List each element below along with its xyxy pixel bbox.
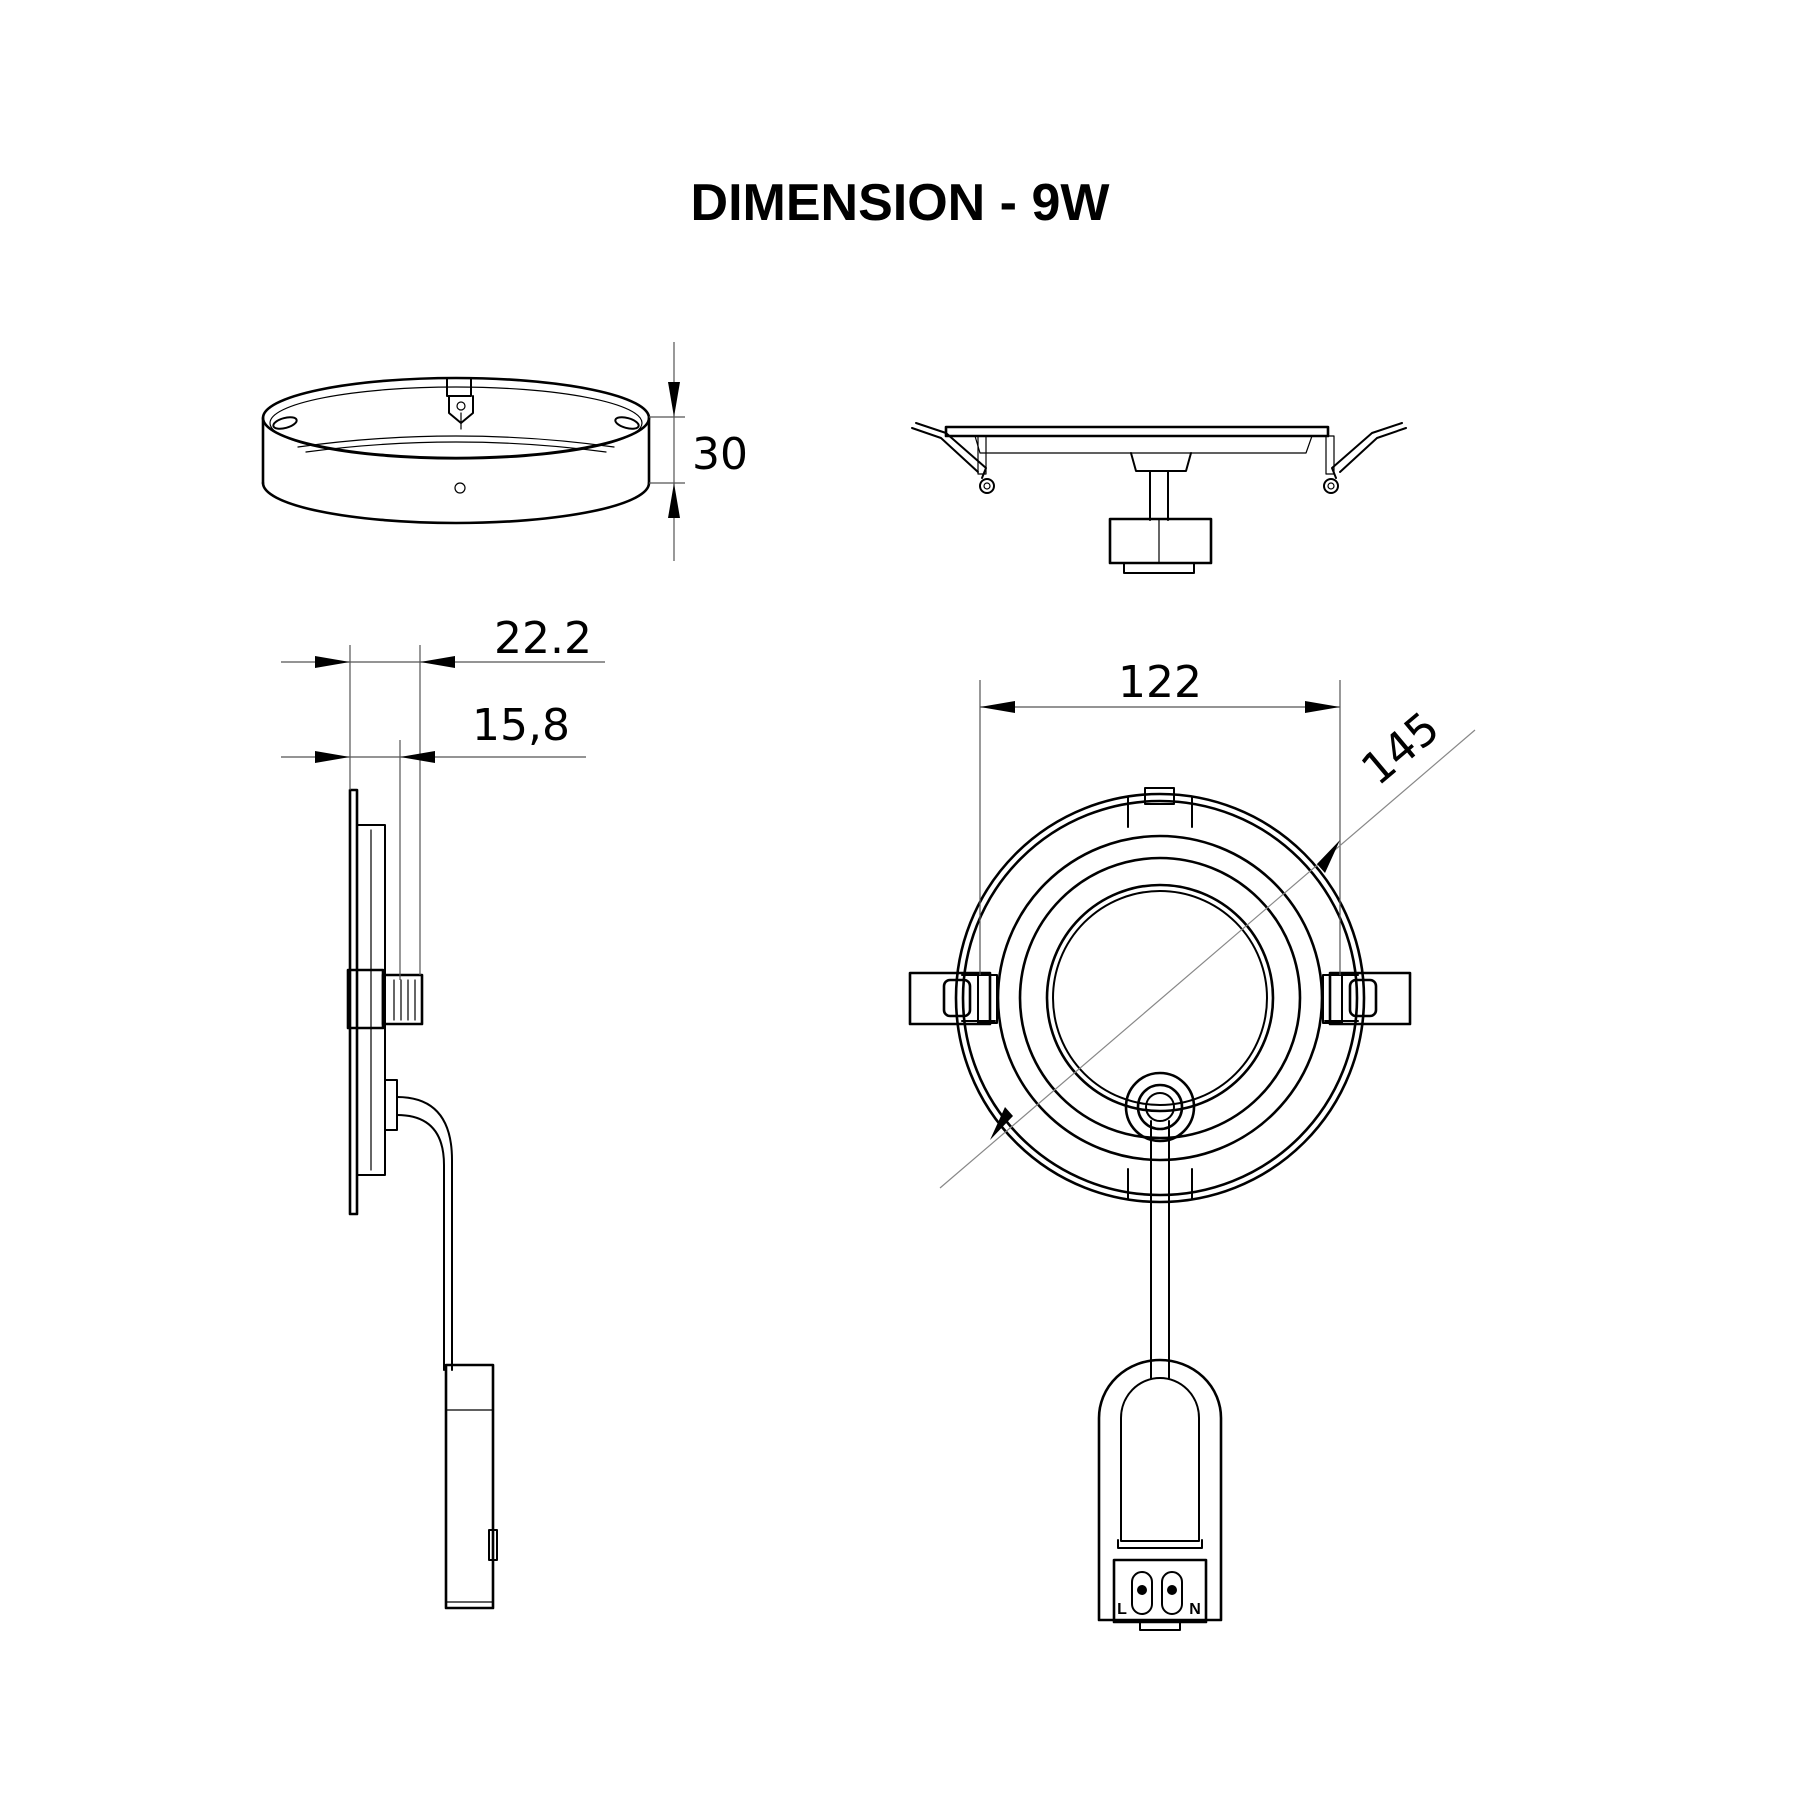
front-view: L N xyxy=(908,787,1412,1631)
depth-dimensions: 22.2 15,8 xyxy=(281,613,605,980)
isometric-view xyxy=(261,376,651,525)
depth-body-value: 15,8 xyxy=(472,700,570,751)
diameter-dimension: 145 xyxy=(939,702,1476,1189)
side-elevation-view xyxy=(911,422,1407,574)
width-dimension: 122 xyxy=(979,657,1341,975)
side-section-view xyxy=(346,788,498,1610)
terminal-label-live: L xyxy=(1117,1601,1127,1618)
terminal-label-neutral: N xyxy=(1189,1601,1201,1618)
depth-overall-value: 22.2 xyxy=(494,613,592,664)
diameter-value: 145 xyxy=(1352,702,1449,795)
height-value: 30 xyxy=(692,429,748,480)
drawing-title: DIMENSION - 9W xyxy=(691,174,1111,232)
height-dimension: 30 xyxy=(649,342,748,561)
width-value: 122 xyxy=(1118,657,1202,708)
